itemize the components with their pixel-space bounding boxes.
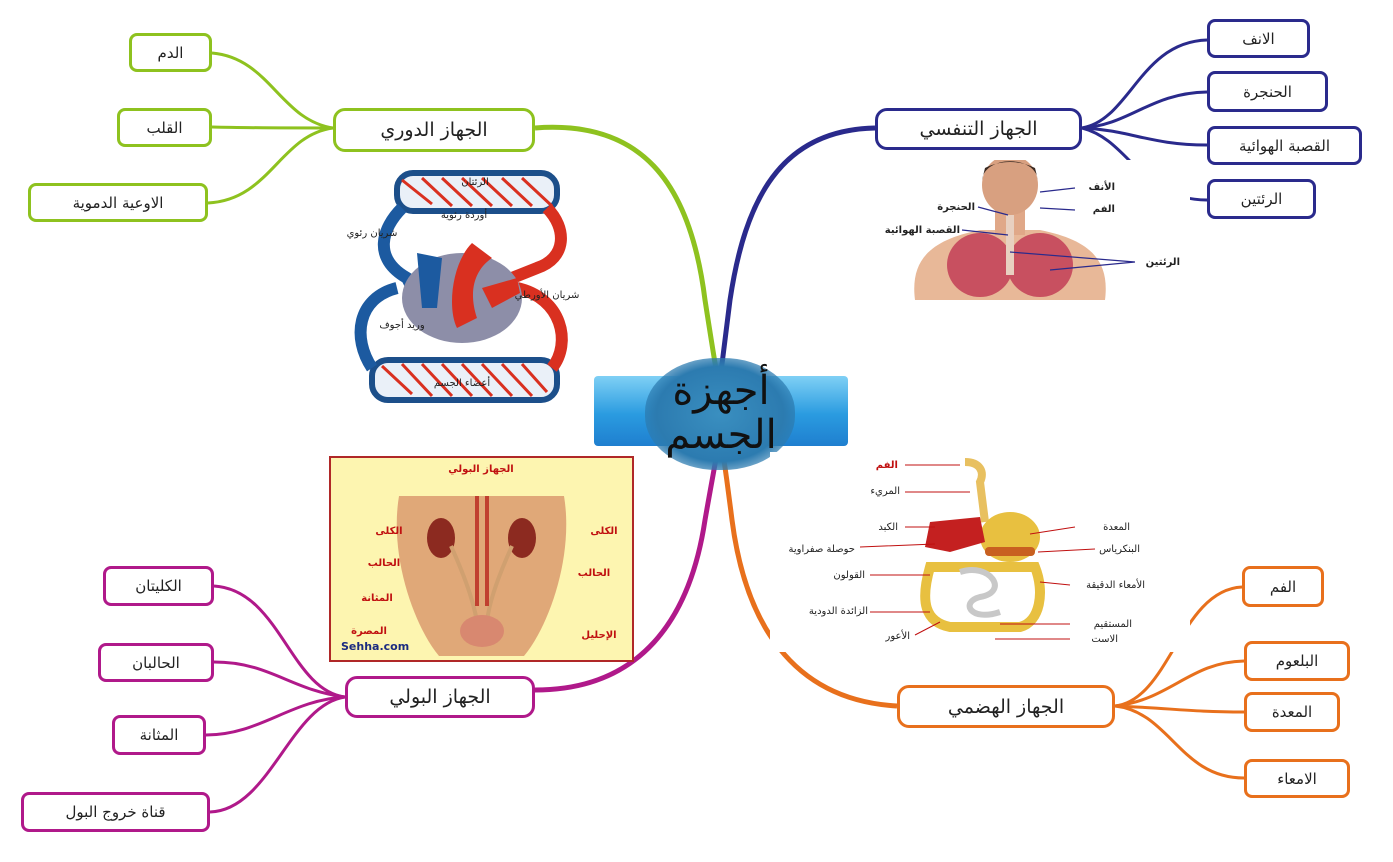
respiratory-item-lungs[interactable]: الرئتين xyxy=(1207,179,1316,219)
urinary-item-ureters[interactable]: الحالبان xyxy=(98,643,214,682)
circulatory-illustration: الرئتان أوردة رئوية شريان رئوي شريان الأ… xyxy=(342,168,582,408)
fig-liver-label: الكبد xyxy=(878,522,898,533)
fig-watermark: Sehha.com xyxy=(341,640,409,653)
fig-vena-cava-label: وريد أجوف xyxy=(379,318,425,331)
circulatory-system-node[interactable]: الجهاز الدوري xyxy=(333,108,535,152)
digestive-item-stomach[interactable]: المعدة xyxy=(1244,692,1340,732)
fig-mouth-label: الفم xyxy=(876,460,898,471)
respiratory-illustration: الأنف الفم الحنجرة القصبة الهوائية الرئت… xyxy=(840,160,1190,300)
center-title-line1: أجهزة xyxy=(672,369,769,413)
fig-kidney-right-label: الكلى xyxy=(590,526,617,537)
fig-lungs-label: الرئتان xyxy=(461,177,489,188)
urinary-item-urethra[interactable]: قناة خروج البول xyxy=(21,792,210,832)
fig-larynx-label: الحنجرة xyxy=(937,202,975,213)
urinary-system-node[interactable]: الجهاز البولي xyxy=(345,676,535,718)
fig-bladder-label: المثانة xyxy=(361,593,393,604)
fig-mouth-label: الفم xyxy=(1093,204,1115,215)
fig-body-label: أعضاء الجسم xyxy=(434,376,490,389)
fig-rectum-label: المستقيم xyxy=(1094,619,1132,630)
digestive-item-pharynx[interactable]: البلعوم xyxy=(1244,641,1350,681)
fig-anus-label: الاست xyxy=(1091,634,1118,645)
digestive-item-intestines[interactable]: الامعاء xyxy=(1244,759,1350,798)
digestive-illustration: الفم المريء الكبد حوصلة صفراوية القولون … xyxy=(770,452,1190,652)
respiratory-item-trachea[interactable]: القصبة الهوائية xyxy=(1207,126,1362,165)
fig-sphincter-label: المصرة xyxy=(351,626,387,637)
fig-cecum-label: الأعور xyxy=(885,629,910,642)
fig-pulmonary-veins-label: أوردة رئوية xyxy=(441,208,487,221)
urinary-illustration: الجهاز البولي الكلى الكلى الحالب الحالب … xyxy=(329,456,634,662)
digestive-system-node[interactable]: الجهاز الهضمي xyxy=(897,685,1115,728)
circulatory-item-vessels[interactable]: الاوعية الدموية xyxy=(28,183,208,222)
fig-small-intestine-label: الأمعاء الدقيقة xyxy=(1086,578,1145,591)
circulatory-item-heart[interactable]: القلب xyxy=(117,108,212,147)
center-title-line2: الجسم xyxy=(665,413,776,457)
respiratory-item-larynx[interactable]: الحنجرة xyxy=(1207,71,1328,112)
fig-aorta-label: شريان الأورطي xyxy=(515,288,580,301)
fig-stomach-label: المعدة xyxy=(1103,522,1130,533)
respiratory-system-node[interactable]: الجهاز التنفسي xyxy=(875,108,1082,150)
fig-gallbladder-label: حوصلة صفراوية xyxy=(788,544,855,555)
urinary-item-bladder[interactable]: المثانة xyxy=(112,715,206,755)
fig-pancreas-label: البنكرياس xyxy=(1099,544,1140,555)
fig-nose-label: الأنف xyxy=(1088,180,1115,193)
digestive-item-mouth[interactable]: الفم xyxy=(1242,566,1324,607)
fig-urinary-title: الجهاز البولي xyxy=(448,464,513,475)
fig-colon-label: القولون xyxy=(833,570,865,581)
fig-esophagus-label: المريء xyxy=(870,486,900,497)
fig-urethra-label: الإحليل xyxy=(581,630,616,641)
circulatory-item-blood[interactable]: الدم xyxy=(129,33,212,72)
center-title: أجهزة الجسم xyxy=(646,360,796,466)
respiratory-item-nose[interactable]: الانف xyxy=(1207,19,1310,58)
fig-pulmonary-artery-label: شريان رئوي xyxy=(347,228,398,239)
fig-lungs-label-resp: الرئتين xyxy=(1146,257,1180,268)
fig-kidney-left-label: الكلى xyxy=(375,526,402,537)
fig-ureter-right-label: الحالب xyxy=(578,568,611,579)
urinary-item-kidneys[interactable]: الكليتان xyxy=(103,566,214,606)
fig-appendix-label: الزائدة الدودية xyxy=(809,606,868,617)
fig-trachea-label: القصبة الهوائية xyxy=(885,225,960,236)
fig-ureter-left-label: الحالب xyxy=(368,558,401,569)
